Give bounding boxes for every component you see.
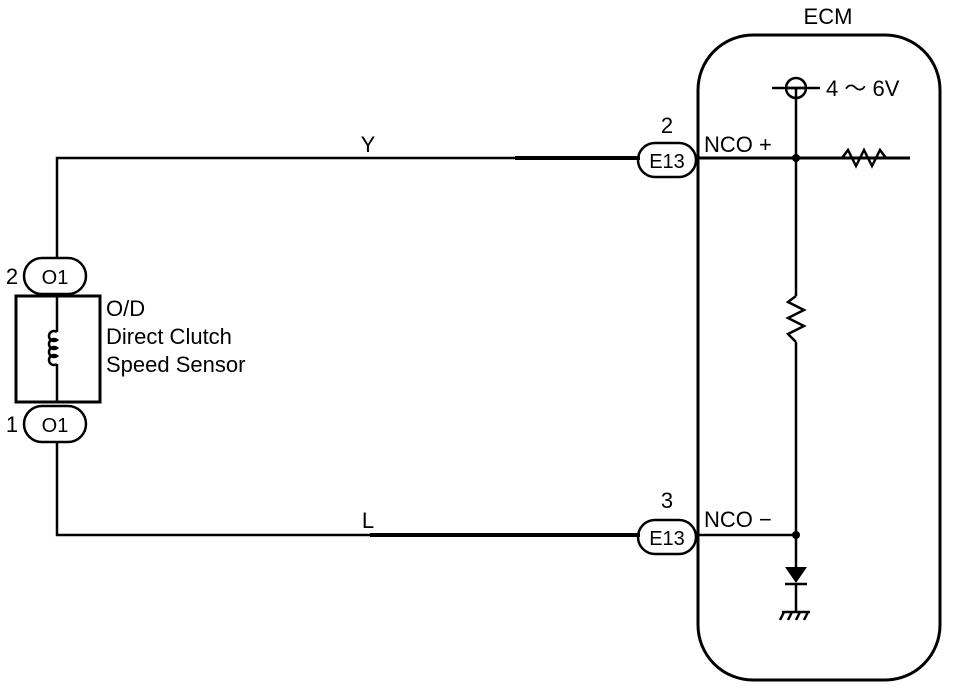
resistor-vertical-icon [785,295,807,343]
sensor-connector-top-code: O1 [42,267,69,289]
sensor-label-line2: Direct Clutch [106,324,232,349]
wire-y [55,156,640,258]
coil-icon [47,329,60,367]
diode-icon [785,567,807,583]
sensor-connector-top [22,256,88,296]
sensor-label-line3: Speed Sensor [106,352,245,377]
sensor-pin-top: 2 [6,264,18,289]
sensor-connector-bottom-code: O1 [42,415,69,437]
wire-y-label: Y [361,132,376,157]
nco-plus-label: NCO + [704,132,772,157]
sensor-label-line1: O/D [106,296,145,321]
ground-hatch-2 [786,611,794,621]
wire-l-label: L [362,508,374,533]
ecm-pin-top: 2 [661,113,673,138]
sensor-pin-bottom: 1 [6,412,18,437]
ecm-connector-bottom [636,518,698,556]
ground-hatch-4 [802,611,810,621]
sensor-connector-bottom [22,404,88,444]
ecm-box [696,33,942,682]
supply-voltage-label: 4 ～ 6V [826,76,900,101]
ecm-title: ECM [804,4,853,29]
wire-l [55,442,640,537]
ecm-connector-top-code: E13 [649,151,685,173]
ecm-connector-top [636,141,698,179]
ground-hatch-3 [794,611,802,621]
resistor-horizontal-icon [841,147,887,169]
ecm-pin-bottom: 3 [661,488,673,513]
ground-hatch-1 [778,611,786,621]
nco-minus-label: NCO − [704,507,772,532]
ecm-connector-bottom-code: E13 [649,528,685,550]
